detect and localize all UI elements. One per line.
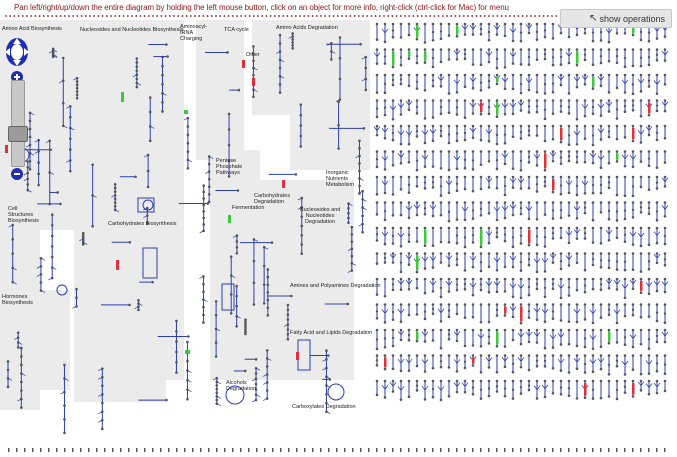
category-label[interactable]: Alcohols Degradation <box>226 380 256 392</box>
category-label[interactable]: Other <box>246 52 260 58</box>
category-label[interactable]: Fatty Acid and Lipids Degradation <box>290 330 373 336</box>
pan-instructions: Pan left/right/up/down the entire diagra… <box>14 3 509 12</box>
category-label[interactable]: Carbohydrates Degradation <box>254 193 291 205</box>
category-label[interactable]: Inorganic Nutrients Metabolism <box>326 170 355 188</box>
minus-icon[interactable] <box>2 166 32 182</box>
category-label[interactable]: Carboxylates Degradation <box>292 404 356 410</box>
show-operations-button[interactable]: ↖ show operations <box>560 9 672 28</box>
category-label[interactable]: Nucleosides and Nucleotides Degradation <box>299 207 341 225</box>
category-label[interactable]: Amines and Polyamines Degradation <box>290 283 381 289</box>
show-operations-label: show operations <box>599 13 665 24</box>
arrow-up-left-icon: ↖ <box>589 13 598 24</box>
category-label[interactable]: TCA cycle <box>224 27 249 33</box>
category-label[interactable]: Pentose Phosphate Pathways <box>216 158 243 176</box>
category-label[interactable]: Hormones Biosynthesis <box>2 294 33 306</box>
zoom-slider-handle[interactable] <box>8 126 28 142</box>
category-label[interactable]: Carbohydrates Biosynthesis <box>108 221 177 227</box>
pan-arrows-icon[interactable] <box>2 36 32 80</box>
zoom-track[interactable] <box>11 80 25 167</box>
category-label[interactable]: Amino Acid Biosynthesis <box>2 26 62 32</box>
category-label[interactable]: Amino Acids Degradation <box>276 25 338 31</box>
navigation-widget[interactable] <box>2 36 32 180</box>
category-label[interactable]: Nucleosides and Nucleotides Biosynthesis <box>80 27 184 33</box>
category-label[interactable]: Fermentation <box>232 205 265 211</box>
category-label[interactable]: Aminoacyl-tRNA Charging <box>180 24 208 42</box>
category-label[interactable]: Cell Structures Biosynthesis <box>8 206 39 224</box>
